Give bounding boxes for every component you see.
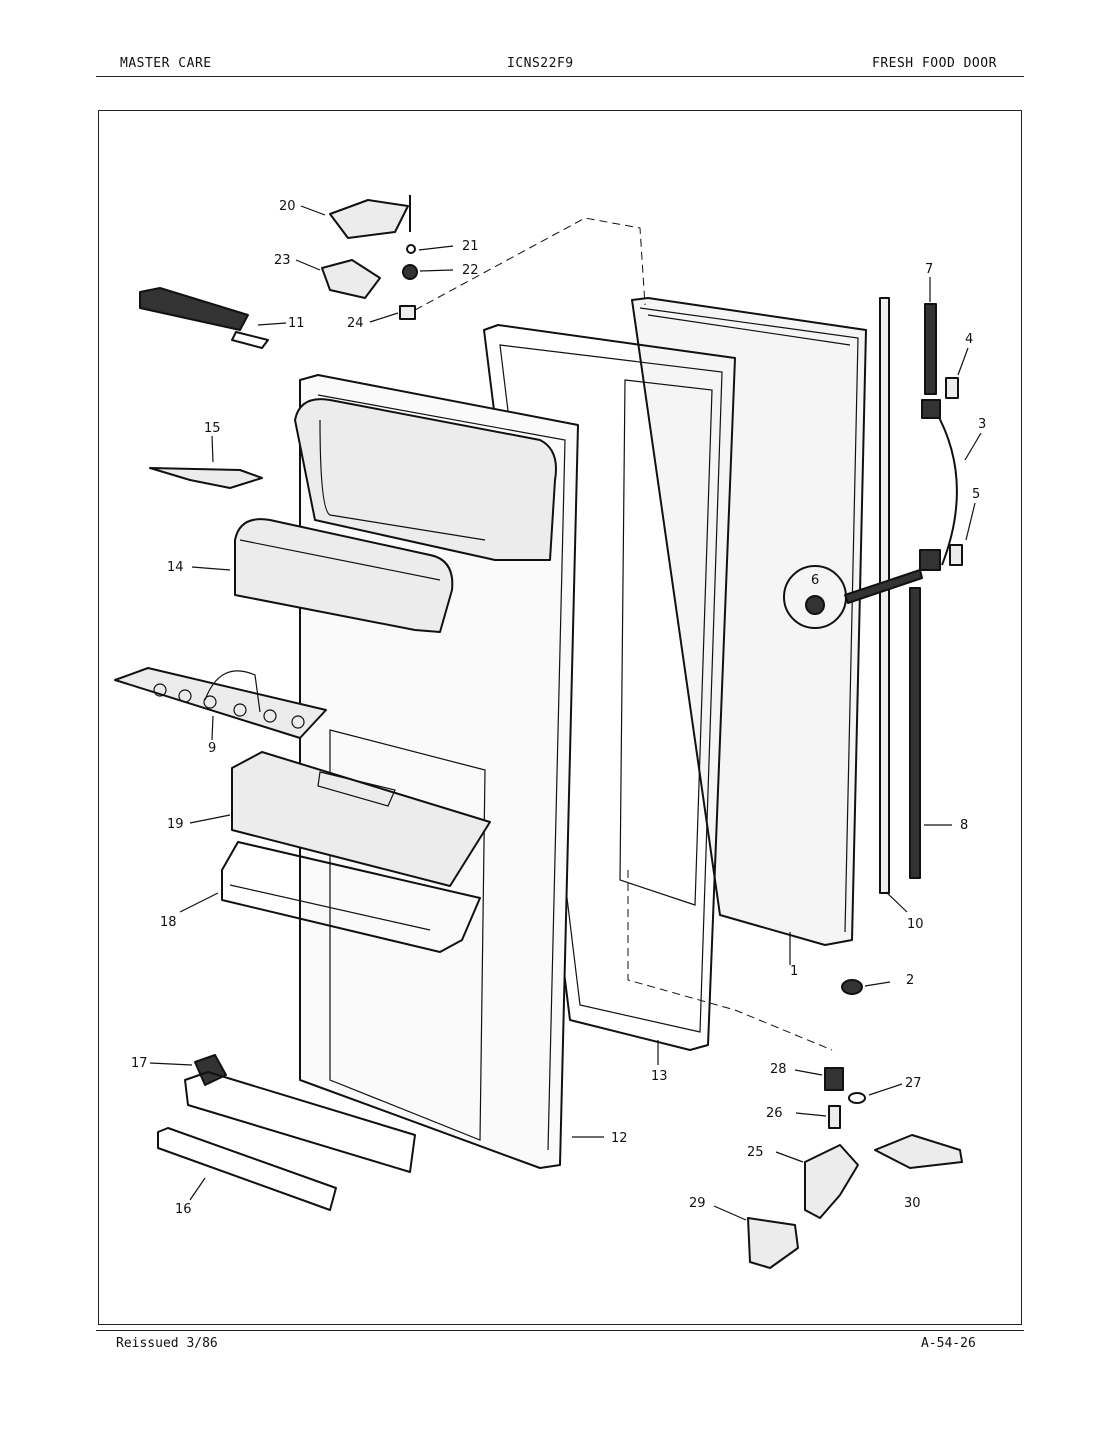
footer-page-code: A-54-26	[921, 1336, 976, 1351]
callout-28: 28	[770, 1062, 787, 1077]
header-rule	[96, 76, 1024, 77]
header-section-title: FRESH FOOD DOOR	[872, 56, 997, 71]
callout-29: 29	[689, 1196, 706, 1211]
footer-rule	[96, 1330, 1024, 1331]
callout-22: 22	[462, 263, 479, 278]
part-18-butter-compartment	[221, 841, 481, 953]
part-11-hinge-bracket	[139, 287, 269, 349]
callout-7: 7	[925, 262, 933, 277]
part-4-handle-cap	[945, 377, 959, 399]
callout-23: 23	[274, 253, 291, 268]
part-12-door-liner	[294, 374, 579, 1169]
header-model-number: ICNS22F9	[507, 56, 574, 71]
part-26-hinge-pin	[828, 1105, 841, 1129]
part-15-clip	[149, 467, 263, 489]
callout-14: 14	[167, 560, 184, 575]
callout-9: 9	[208, 741, 216, 756]
footer-reissue-date: Reissued 3/86	[116, 1336, 218, 1351]
leader-lines	[149, 205, 982, 1221]
callout-24: 24	[347, 316, 364, 331]
part-8-handle-trim	[909, 587, 921, 879]
part-25-bottom-hinge	[804, 1144, 859, 1219]
part-30-hinge-shim	[874, 1134, 963, 1169]
callout-27: 27	[905, 1076, 922, 1091]
part-23-hinge-shim	[321, 259, 381, 299]
header-brand: MASTER CARE	[120, 56, 212, 71]
assembly-line-hinge	[414, 217, 646, 311]
part-2-door-stop	[841, 979, 863, 995]
callout-20: 20	[279, 199, 296, 214]
part-21-washer	[406, 244, 416, 254]
diagram-frame	[98, 110, 1022, 1325]
part-19-butter-compartment-cover	[231, 751, 491, 887]
part-6-screw-detail	[783, 565, 923, 629]
part-7-top-trim	[924, 303, 937, 395]
callout-30: 30	[904, 1196, 921, 1211]
part-3-handle	[919, 399, 958, 571]
callout-12: 12	[611, 1131, 628, 1146]
part-1-outer-door-panel	[631, 297, 867, 946]
callout-5: 5	[972, 487, 980, 502]
callout-26: 26	[766, 1106, 783, 1121]
part-20-top-hinge	[329, 195, 411, 239]
callout-10: 10	[907, 917, 924, 932]
part-9-egg-tray	[114, 667, 327, 739]
callout-18: 18	[160, 915, 177, 930]
callout-3: 3	[978, 417, 986, 432]
part-22-bushing	[402, 264, 418, 280]
part-24-hinge-pin-cap	[399, 305, 416, 320]
assembly-line-gasket	[627, 870, 833, 1051]
part-5-handle-cap	[949, 544, 963, 566]
callout-6: 6	[811, 573, 819, 588]
callout-11: 11	[288, 316, 305, 331]
callout-16: 16	[175, 1202, 192, 1217]
callout-15: 15	[204, 421, 221, 436]
part-28-bushing	[824, 1067, 844, 1091]
part-17-door-shelf	[184, 1071, 416, 1173]
part-17-shelf-end	[194, 1054, 227, 1086]
part-29-hinge-plate	[747, 1217, 799, 1269]
part-27-washer	[848, 1092, 866, 1104]
callout-13: 13	[651, 1069, 668, 1084]
part-14-dairy-door	[234, 518, 454, 633]
callout-19: 19	[167, 817, 184, 832]
callout-17: 17	[131, 1056, 148, 1071]
callout-1: 1	[790, 964, 798, 979]
callout-8: 8	[960, 818, 968, 833]
callout-25: 25	[747, 1145, 764, 1160]
callout-21: 21	[462, 239, 479, 254]
part-10-door-handle-strip	[879, 297, 890, 894]
part-16-shelf-front	[157, 1127, 337, 1211]
callout-2: 2	[906, 973, 914, 988]
callout-4: 4	[965, 332, 973, 347]
